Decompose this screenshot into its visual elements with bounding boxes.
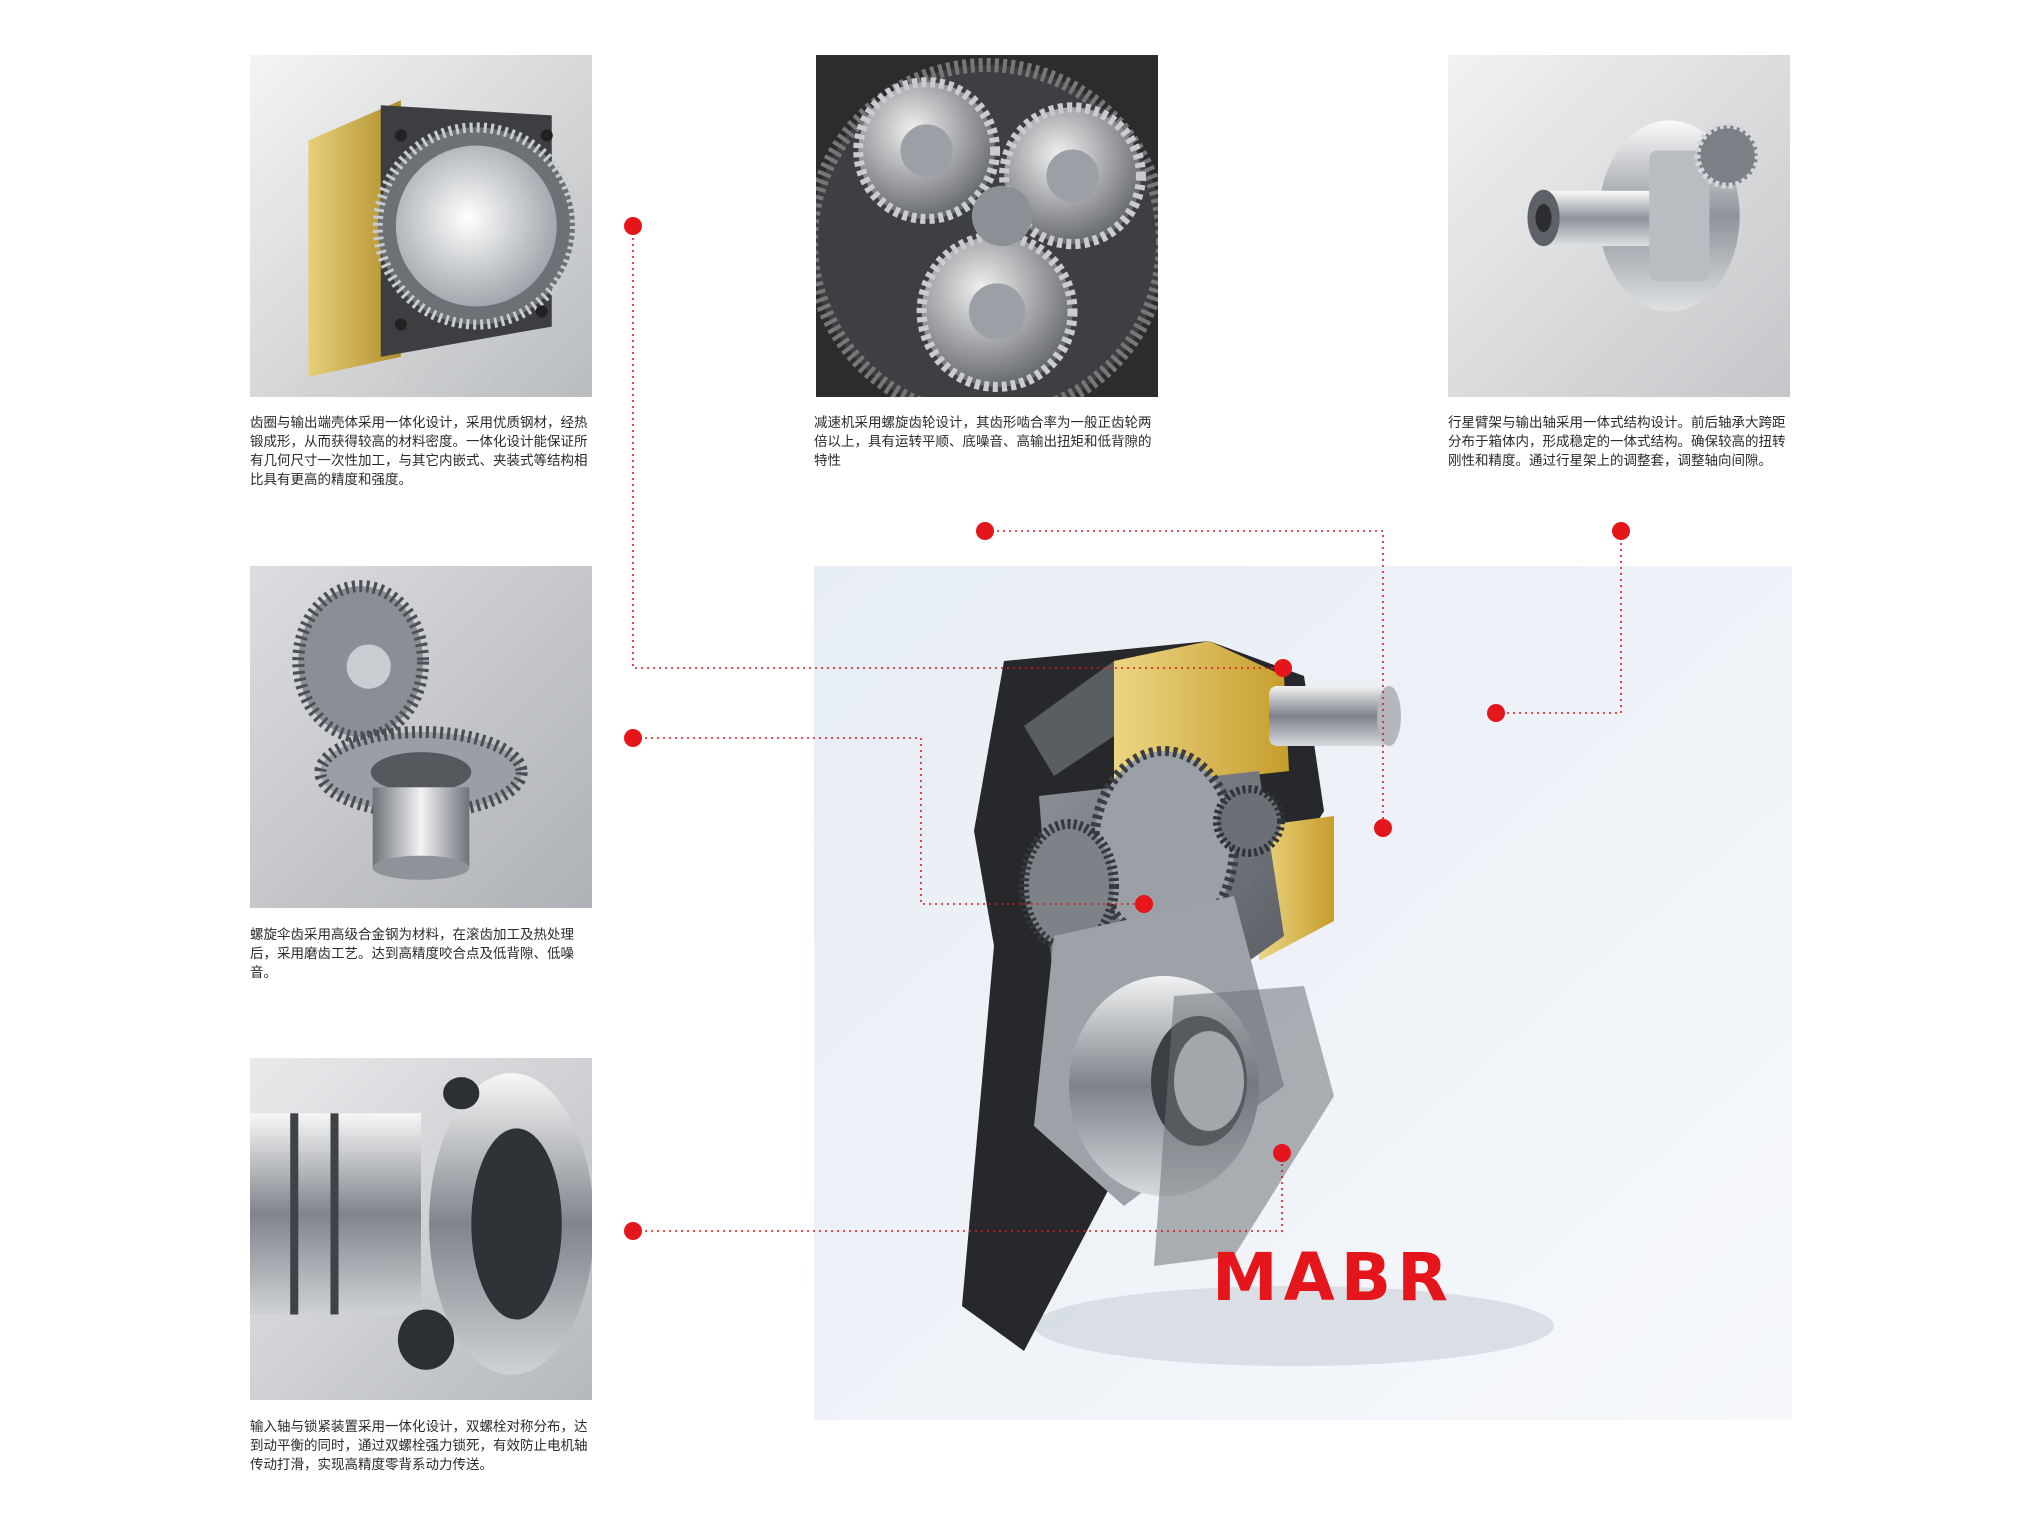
callout-dot-clamp-start <box>624 1222 642 1240</box>
planetary-gears-icon <box>816 55 1158 397</box>
callout-dot-carrier-start <box>1612 522 1630 540</box>
bevel-caption: 螺旋伞齿采用高级合金钢为材料，在滚齿加工及热处理后，采用磨齿工艺。达到高精度咬合… <box>250 927 574 981</box>
bevel-gear-photo <box>250 566 592 908</box>
helical-caption: 减速机采用螺旋齿轮设计，其齿形啮合率为一般正齿轮两倍以上，具有运转平顺、底噪音、… <box>814 415 1152 469</box>
housing-photo <box>250 55 592 397</box>
planet-carrier-photo <box>1448 55 1790 397</box>
callout-dot-helical-start <box>976 522 994 540</box>
carrier-caption: 行星臂架与输出轴采用一体式结构设计。前后轴承大跨距分布于箱体内，形成稳定的一体式… <box>1448 415 1786 469</box>
planet-carrier-shaft-icon <box>1448 55 1790 397</box>
housing-caption: 齿圈与输出端壳体采用一体化设计，采用优质钢材，经热锻成形，从而获得较高的材料密度… <box>250 415 588 488</box>
clamp-caption: 输入轴与锁紧装置采用一体化设计，双螺栓对称分布，达到动平衡的同时，通过双螺栓强力… <box>250 1419 588 1473</box>
spiral-bevel-gear-icon <box>250 566 592 908</box>
input-shaft-clamp-icon <box>250 1058 592 1400</box>
callout-dot-housing-start <box>624 217 642 235</box>
ring-gear-housing-icon <box>250 55 592 397</box>
input-clamp-photo <box>250 1058 592 1400</box>
callout-dot-bevel-start <box>624 729 642 747</box>
brand-logo: MABR <box>1212 1239 1454 1316</box>
planetary-gears-photo <box>816 55 1158 397</box>
